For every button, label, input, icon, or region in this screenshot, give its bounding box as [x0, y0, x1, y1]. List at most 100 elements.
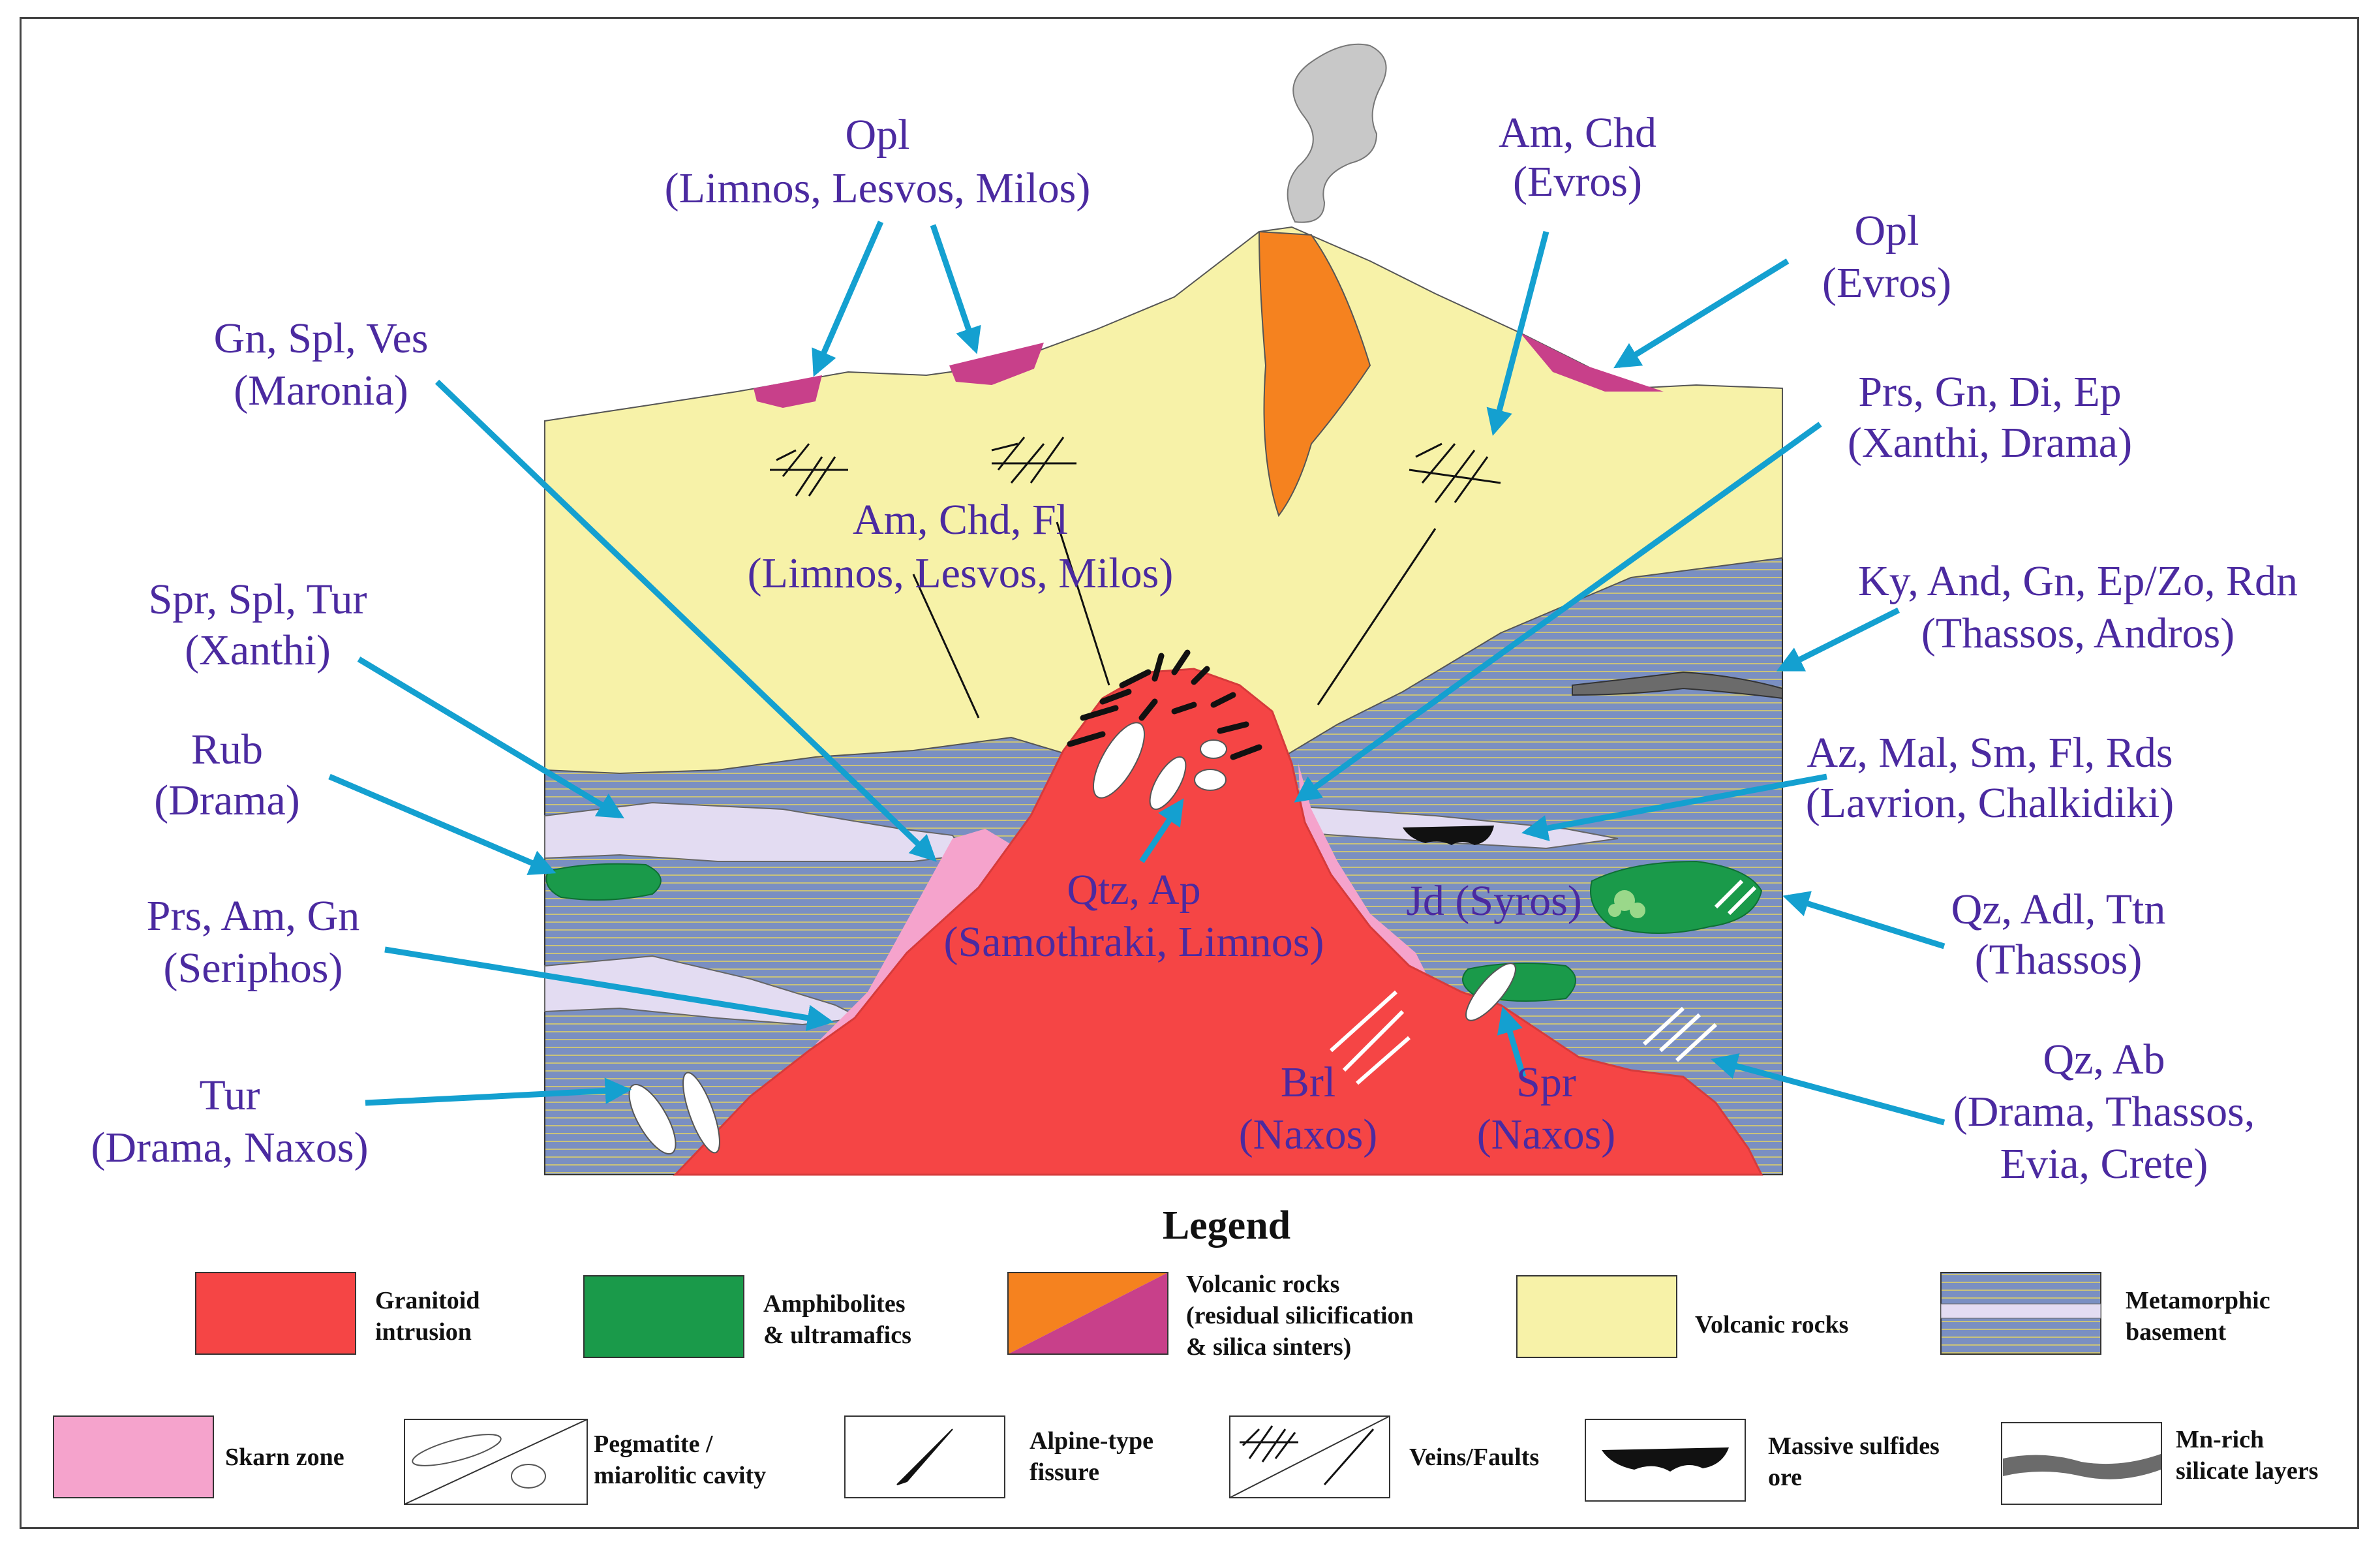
label-prs-gn-di-ep-1: Prs, Gn, Di, Ep	[1858, 368, 2121, 416]
arrow	[328, 773, 557, 875]
arrow	[812, 221, 884, 377]
arrow	[1486, 230, 1549, 436]
label-prs-am-gn-2: (Seriphos)	[164, 944, 343, 992]
figure-frame	[20, 17, 2359, 1529]
label-qz-ab-3: Evia, Crete)	[2000, 1140, 2208, 1188]
legend-swatch-granitoid	[195, 1272, 356, 1355]
legend-text-amphibolite-1: Amphibolites	[763, 1290, 905, 1318]
label-tur-2: (Drama, Naxos)	[91, 1124, 368, 1171]
alpine-fissures	[1714, 879, 1757, 916]
silica-sinter	[949, 343, 1044, 385]
legend-text-basement-1: Metamorphic	[2126, 1287, 2270, 1314]
legend-text-fissure-2: fissure	[1030, 1459, 1099, 1486]
arrow	[1294, 422, 1822, 803]
alpine-fissures	[1329, 990, 1718, 1085]
arrow	[1613, 258, 1790, 369]
mineral-labels: Opl (Limnos, Lesvos, Milos) Am, Chd (Evr…	[91, 109, 2298, 1188]
legend-text-mn-layer-2: silicate layers	[2176, 1457, 2318, 1485]
legend-swatch-fissure	[844, 1415, 1005, 1498]
label-jd: Jd (Syros)	[1406, 877, 1582, 925]
volcanic-vent	[1258, 230, 1371, 518]
fissure-stubs	[1067, 649, 1262, 760]
smoke-plume	[1287, 43, 1387, 223]
arrow	[1711, 1053, 1945, 1126]
legend-fissure-symbol	[896, 1429, 953, 1485]
label-brl-2: (Naxos)	[1239, 1111, 1378, 1158]
legend-text-skarn: Skarn zone	[225, 1444, 344, 1471]
pale-green-spots	[1608, 890, 1645, 918]
label-opl-evros-1: Opl	[1855, 207, 1919, 255]
legend-text-fissure-1: Alpine-type	[1030, 1427, 1153, 1455]
label-spr-spl-tur-2: (Xanthi)	[185, 626, 331, 674]
label-am-chd-fl-2: (Limnos, Lesvos, Milos)	[748, 549, 1174, 597]
legend-swatch-veins-diagonal	[1229, 1415, 1390, 1498]
legend-title: Legend	[1163, 1203, 1290, 1248]
arrow	[365, 1077, 632, 1106]
legend-swatch-volcanic	[1516, 1275, 1677, 1358]
label-prs-am-gn-1: Prs, Am, Gn	[147, 892, 359, 940]
legend-text-sinter-1: Volcanic rocks	[1186, 1271, 1339, 1298]
legend-veins-symbol	[1240, 1425, 1375, 1485]
legend-text-pegmatite-2: miarolitic cavity	[594, 1462, 766, 1489]
legend-text-sulfides-2: ore	[1768, 1464, 1802, 1491]
legend-text-pegmatite-1: Pegmatite /	[594, 1430, 713, 1458]
label-az-mal-2: (Lavrion, Chalkidiki)	[1806, 779, 2174, 827]
legend-pegmatite-lens	[412, 1434, 502, 1466]
legend-miarolitic-cavity	[511, 1464, 546, 1489]
label-qz-ab-1: Qz, Ab	[2043, 1036, 2165, 1083]
arrows	[328, 221, 1945, 1126]
label-prs-gn-di-ep-2: (Xanthi, Drama)	[1848, 419, 2132, 467]
legend-swatch-silica-sinter	[1008, 1273, 1168, 1354]
label-opl-evros-2: (Evros)	[1822, 259, 1951, 307]
legend-text-granitoid-1: Granitoid	[375, 1287, 480, 1314]
arrow	[1782, 891, 1945, 950]
label-gn-spl-ves-2: (Maronia)	[234, 367, 408, 414]
legend-mn-layer-symbol	[2003, 1454, 2161, 1479]
veins-faults	[770, 437, 1501, 719]
label-qz-adl-ttn-1: Qz, Adl, Ttn	[1951, 886, 2166, 933]
legend-text-basement-2: basement	[2126, 1318, 2226, 1346]
label-brl-1: Brl	[1281, 1059, 1335, 1106]
arrow	[384, 946, 834, 1031]
label-qz-adl-ttn-2: (Thassos)	[1975, 936, 2143, 983]
label-am-chd-evros-2: (Evros)	[1513, 158, 1642, 206]
legend-text-sinter-3: & silica sinters)	[1186, 1333, 1351, 1361]
label-gn-spl-ves-1: Gn, Spl, Ves	[214, 315, 429, 362]
legend-text-amphibolite-2: & ultramafics	[763, 1322, 911, 1349]
arrow	[1776, 607, 1900, 672]
label-tur-1: Tur	[200, 1072, 260, 1119]
amphibolite-body	[545, 863, 662, 901]
label-opl-top-2: (Limnos, Lesvos, Milos)	[665, 164, 1091, 212]
label-rub-1: Rub	[191, 726, 263, 773]
label-qtz-ap-2: (Samothraki, Limnos)	[944, 918, 1324, 966]
legend-text-granitoid-2: intrusion	[375, 1318, 472, 1346]
pegmatite-lenses	[628, 722, 1516, 1155]
mn-rich-layer	[1572, 671, 1783, 700]
label-qtz-ap-1: Qtz, Ap	[1067, 866, 1200, 914]
label-ky-and-1: Ky, And, Gn, Ep/Zo, Rdn	[1858, 557, 2298, 605]
legend-swatch-pegmatite-diagonal	[404, 1419, 588, 1505]
arrow	[930, 224, 981, 354]
label-opl-top-1: Opl	[846, 111, 910, 159]
label-spr-spl-tur-1: Spr, Spl, Tur	[149, 576, 367, 623]
arrow	[1497, 1006, 1527, 1078]
legend-swatch-volcanic-border	[1007, 1272, 1168, 1355]
legend-swatch-skarn	[53, 1415, 214, 1498]
label-rub-2: (Drama)	[154, 777, 300, 824]
legend-text-volcanic: Volcanic rocks	[1695, 1311, 1848, 1338]
arrow	[1139, 798, 1184, 863]
legend-text-sinter-2: (residual silicification	[1186, 1302, 1414, 1329]
label-am-chd-fl-1: Am, Chd, Fl	[853, 496, 1068, 544]
silica-sinter	[1520, 333, 1664, 392]
legend-swatch-basement-marble	[1940, 1303, 2101, 1319]
marble-layer	[544, 801, 967, 862]
label-am-chd-evros-1: Am, Chd	[1499, 109, 1656, 157]
legend-text-sulfides-1: Massive sulfides	[1768, 1432, 1940, 1460]
arrow	[435, 379, 937, 862]
label-az-mal-1: Az, Mal, Sm, Fl, Rds	[1807, 729, 2173, 777]
label-spr-naxos-2: (Naxos)	[1477, 1111, 1616, 1158]
label-qz-ab-2: (Drama, Thassos,	[1953, 1088, 2255, 1136]
legend-swatch-amphibolite	[583, 1275, 744, 1358]
label-ky-and-2: (Thassos, Andros)	[1921, 610, 2235, 657]
